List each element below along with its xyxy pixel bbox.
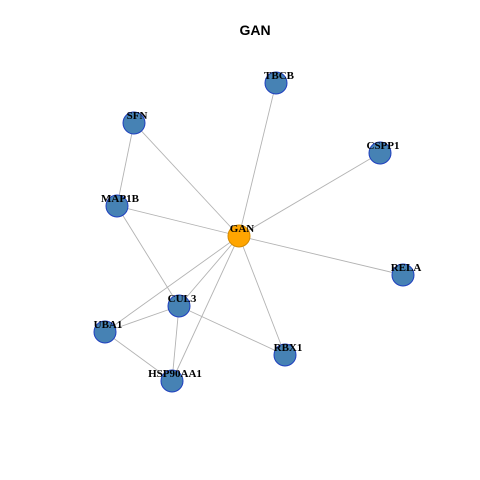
node-label-cul3: CUL3 xyxy=(168,293,197,305)
node-cspp1[interactable]: CSPP1 xyxy=(367,140,400,165)
edge-gan-rbx1 xyxy=(238,235,286,356)
node-label-rela: RELA xyxy=(391,262,422,274)
edge-gan-tbcb xyxy=(238,82,277,237)
edge-gan-cspp1 xyxy=(238,152,381,237)
node-map1b[interactable]: MAP1B xyxy=(101,193,140,218)
node-tbcb[interactable]: TBCB xyxy=(264,70,295,95)
edge-gan-uba1 xyxy=(104,235,240,333)
node-circle-uba1[interactable] xyxy=(93,320,117,344)
edge-gan-hsp90aa1 xyxy=(171,235,240,382)
node-circle-rela[interactable] xyxy=(391,263,415,287)
node-circle-sfn[interactable] xyxy=(122,111,146,135)
edge-gan-map1b xyxy=(116,205,240,237)
edge-uba1-hsp90aa1 xyxy=(104,331,173,382)
edge-gan-cul3 xyxy=(178,235,240,307)
node-uba1[interactable]: UBA1 xyxy=(93,319,123,344)
node-circle-cspp1[interactable] xyxy=(368,141,392,165)
node-rela[interactable]: RELA xyxy=(391,262,422,287)
node-label-map1b: MAP1B xyxy=(101,193,140,205)
node-circle-cul3[interactable] xyxy=(167,294,191,318)
node-label-cspp1: CSPP1 xyxy=(367,140,400,152)
diagram-title: GAN xyxy=(239,22,270,38)
node-circle-gan[interactable] xyxy=(227,224,251,248)
edge-sfn-map1b xyxy=(116,122,135,207)
node-cul3[interactable]: CUL3 xyxy=(167,293,197,318)
edge-map1b-cul3 xyxy=(116,205,180,307)
edge-layer xyxy=(104,82,404,382)
node-gan[interactable]: GAN xyxy=(227,223,255,248)
node-label-sfn: SFN xyxy=(127,110,148,122)
node-sfn[interactable]: SFN xyxy=(122,110,148,135)
node-circle-hsp90aa1[interactable] xyxy=(160,369,184,393)
node-label-gan: GAN xyxy=(230,223,255,235)
node-label-rbx1: RBX1 xyxy=(274,342,303,354)
edge-cul3-uba1 xyxy=(104,305,180,333)
node-label-uba1: UBA1 xyxy=(94,319,123,331)
edge-gan-rela xyxy=(238,235,404,276)
node-circle-tbcb[interactable] xyxy=(264,71,288,95)
node-label-hsp90aa1: HSP90AA1 xyxy=(148,368,202,380)
edge-gan-sfn xyxy=(133,122,240,237)
edge-cul3-hsp90aa1 xyxy=(171,305,180,382)
node-label-tbcb: TBCB xyxy=(264,70,295,82)
node-circle-rbx1[interactable] xyxy=(273,343,297,367)
node-hsp90aa1[interactable]: HSP90AA1 xyxy=(148,368,202,393)
edge-cul3-rbx1 xyxy=(178,305,286,356)
node-circle-map1b[interactable] xyxy=(105,194,129,218)
node-rbx1[interactable]: RBX1 xyxy=(273,342,303,367)
